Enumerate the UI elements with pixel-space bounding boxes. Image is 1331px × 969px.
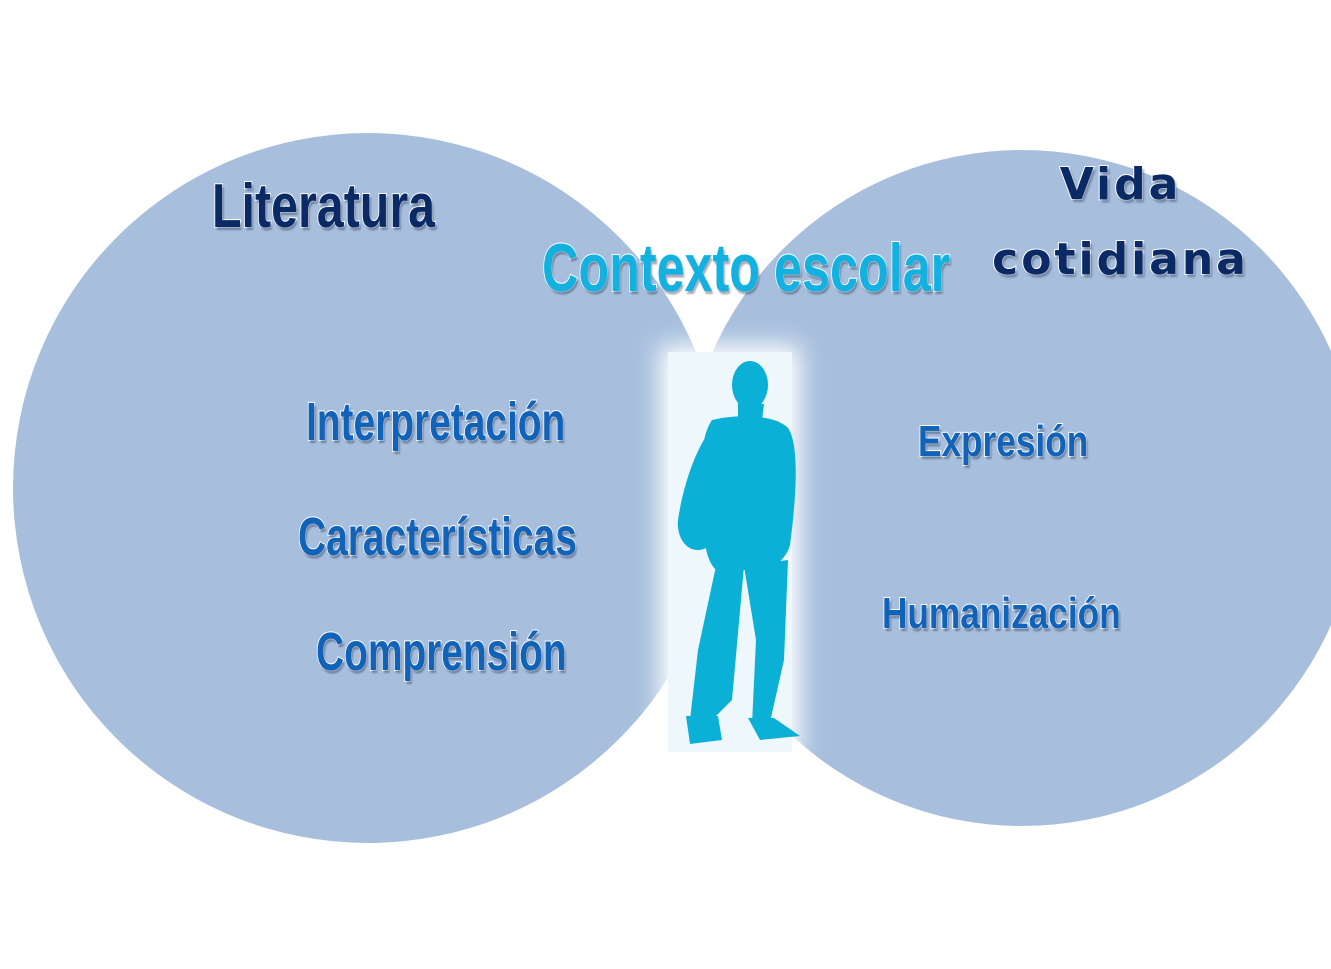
humanizacion-label: Humanización (881, 589, 1121, 638)
circles (13, 133, 1331, 843)
person-silhouette-icon (677, 361, 800, 744)
caracteristicas-label: Características (297, 507, 577, 567)
vida-cotidiana-title: Vida cotidiana (968, 148, 1273, 298)
vida-cotidiana-circle (684, 150, 1331, 826)
contexto-escolar-title: Contexto escolar (541, 230, 951, 306)
literatura-circle (13, 133, 723, 843)
comprension-label: Comprensión (315, 622, 567, 682)
expresion-label: Expresión (917, 417, 1089, 466)
vida-cotidiana-title-line2: cotidiana (991, 233, 1249, 286)
interpretacion-label: Interpretación (305, 392, 566, 452)
vida-cotidiana-title-line1: Vida (1059, 158, 1182, 211)
literatura-title: Literatura (211, 172, 436, 241)
